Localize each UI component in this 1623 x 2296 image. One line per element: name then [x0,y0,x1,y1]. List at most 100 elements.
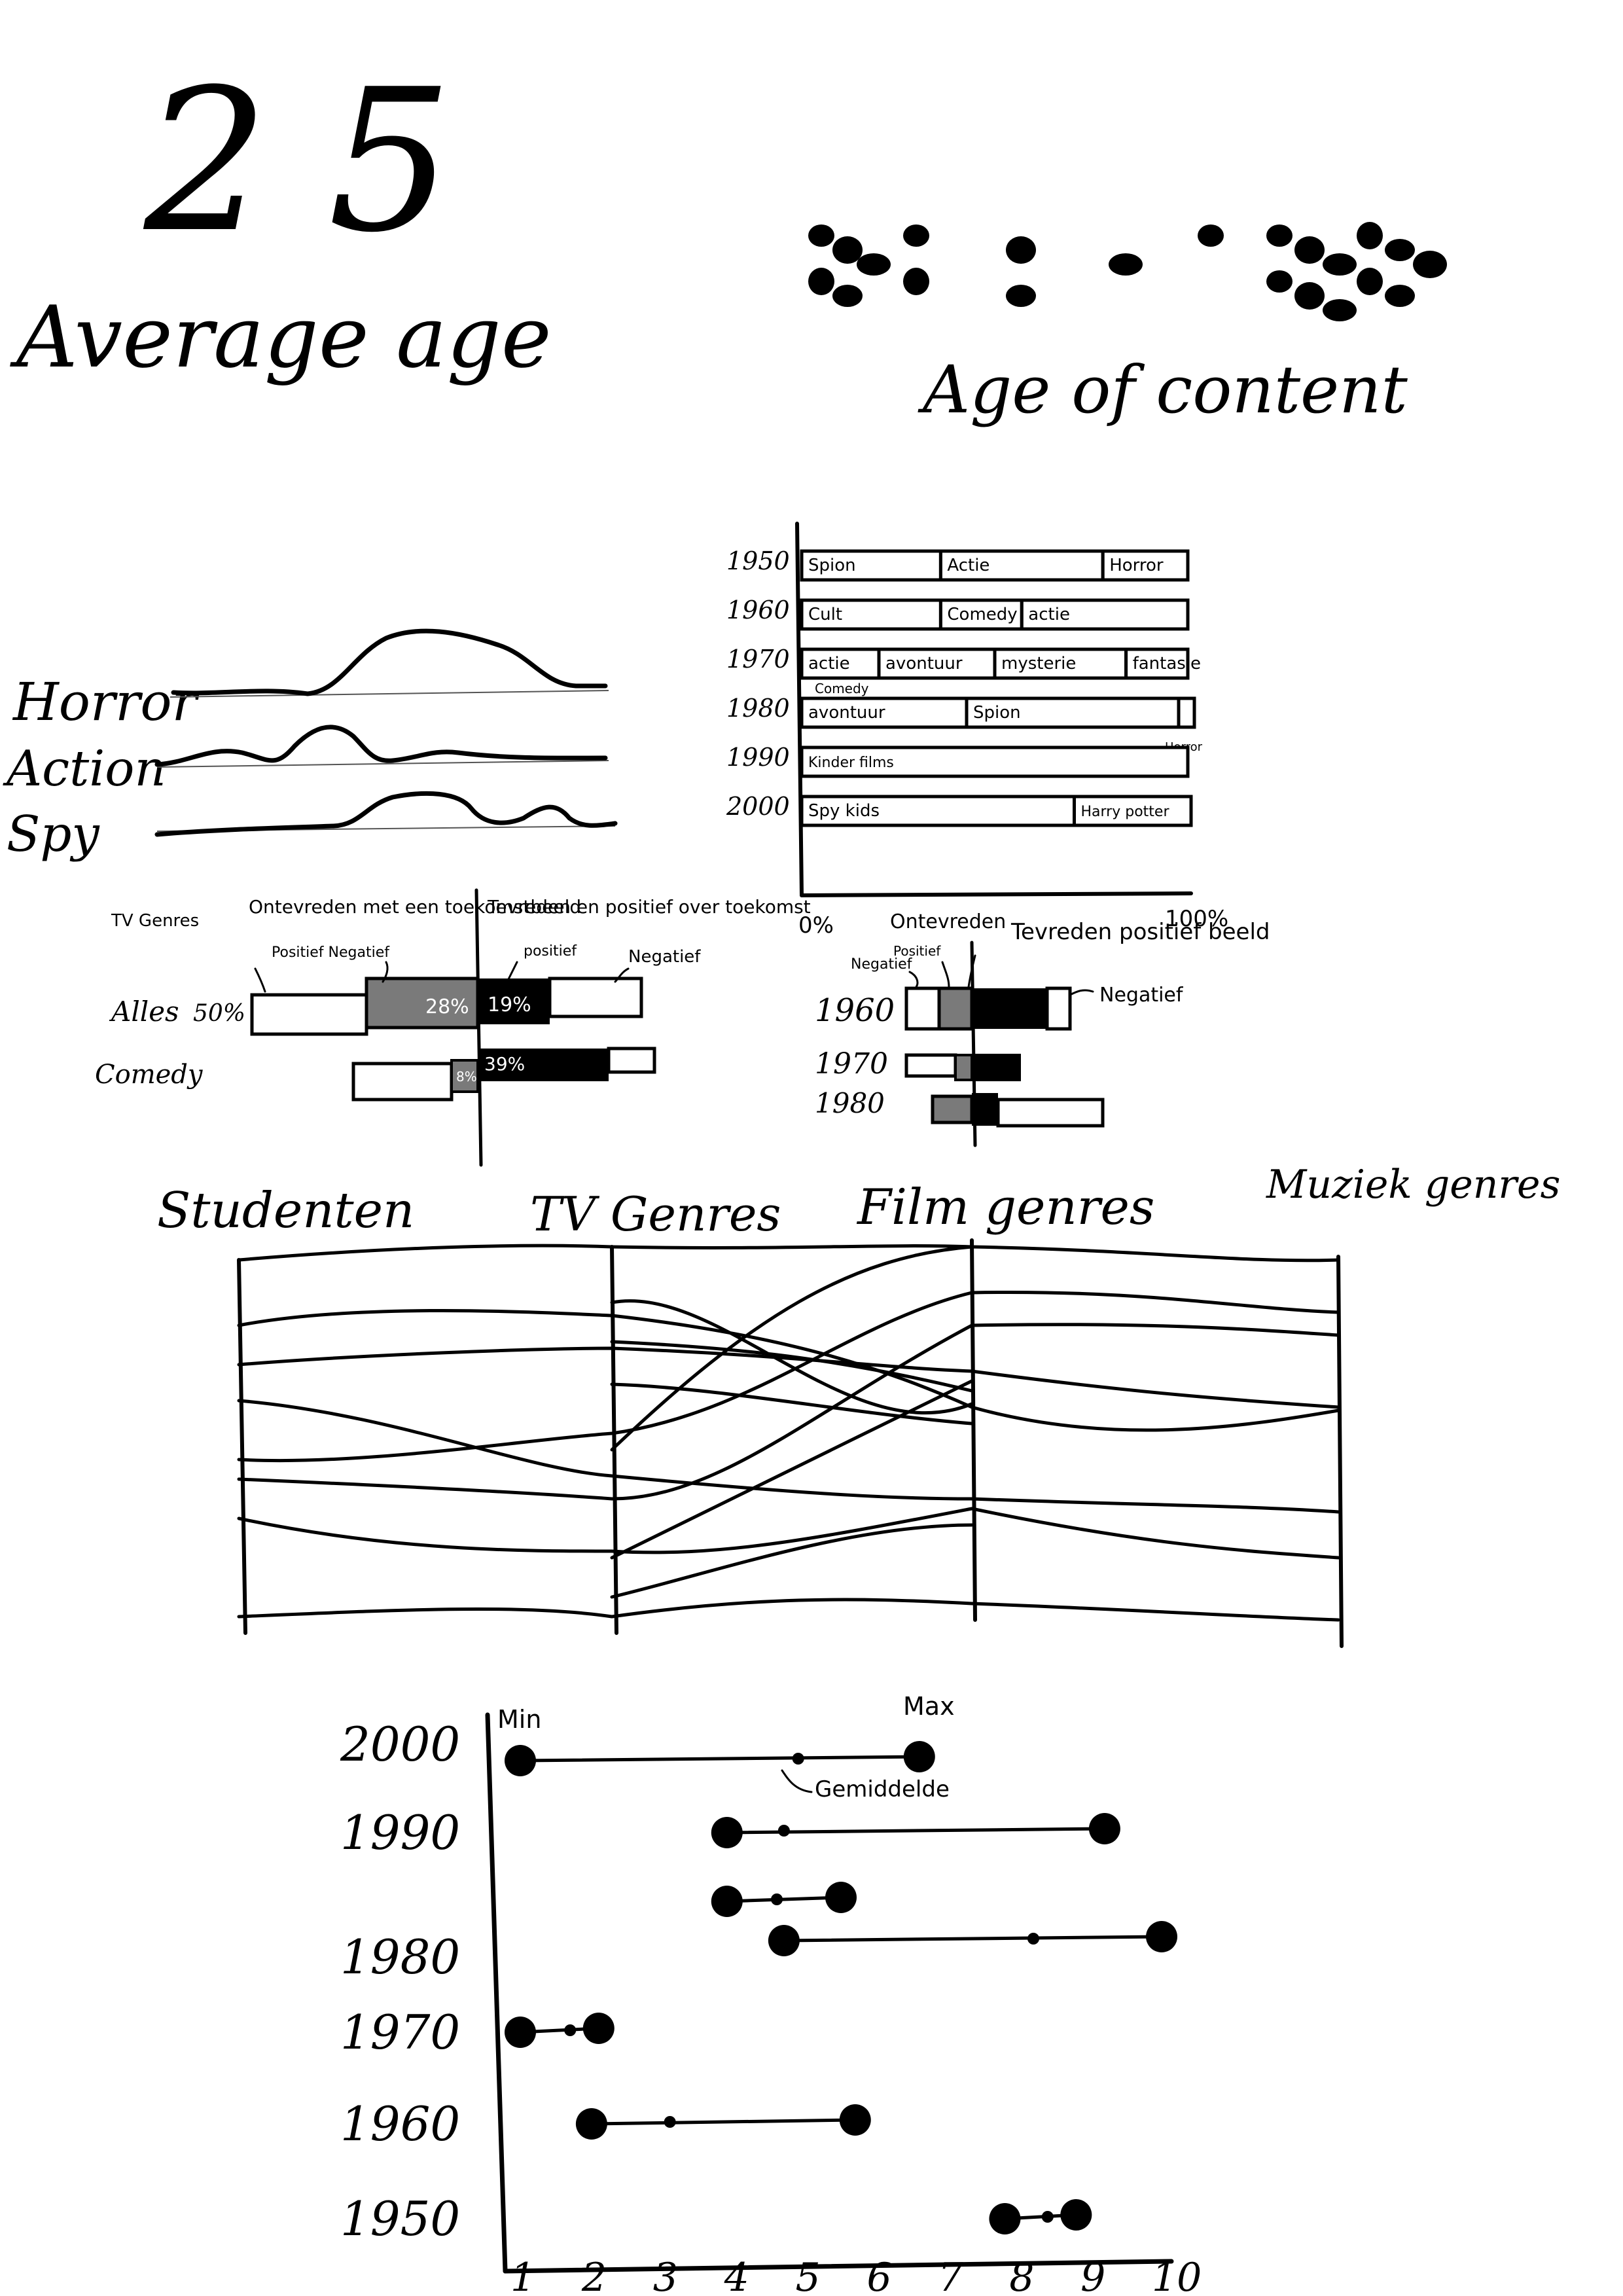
decade-segment-label: fantasie [1133,654,1201,673]
ps-axis-film [970,1238,977,1622]
content-dot [1385,285,1415,307]
range-x-tick-label: 3 [653,2255,678,2296]
range-line [518,1755,921,1763]
range-line [782,1935,1164,1943]
ps-flow [237,1399,1340,1514]
content-dot [808,224,834,247]
range-min-dot [505,1745,536,1776]
range-mean-dot [777,1825,790,1837]
age-of-content-label: Age of content [918,351,1408,428]
dec-header-left: Ontevreden [890,910,1006,933]
ridge-action [154,725,608,767]
dec-1980-white-right [996,1098,1105,1128]
content-dot [1385,239,1415,261]
ps-flow [610,1245,974,1452]
decade-segment [800,745,1190,778]
range-x-tick-label: 4 [724,2255,749,2296]
ps-axis-label-film: Film genres [856,1178,1154,1236]
content-dot [1198,224,1224,247]
dec-1980-grey [931,1094,974,1124]
content-dot [1266,224,1293,247]
ps-flow [610,1382,974,1426]
tv-pointer-mid [382,961,389,983]
average-age-block: 25 Average age [10,47,552,387]
range-min-dot [505,2017,536,2048]
decade-segment-label: Comedy [947,605,1017,624]
ps-flow [610,1379,974,1560]
satisfaction-decades-chart: Ontevreden Tevreden positief beeld Negat… [815,910,1270,1147]
genre-label-spy: Spy [7,805,100,863]
ps-flow [610,1299,974,1414]
range-category-label: 1980 [340,1929,460,1984]
age-of-content-block: Age of content [808,222,1447,428]
content-dot [1294,236,1325,264]
range-x-tick-label: 6 [866,2255,891,2296]
dec-pointer-4 [1069,989,1094,996]
decade-segment-label: avontuur [885,654,963,673]
dec-row-year-1980: 1980 [815,1087,885,1119]
range-category-label: 2000 [340,1717,460,1772]
range-max-dot [825,1882,857,1913]
content-dot [1413,251,1447,278]
tv-sub-left: Positief Negatief [272,944,390,961]
range-y-axis [485,1712,508,2274]
dec-sub-negatief: Negatief [851,956,913,973]
decade-note: Comedy [815,681,869,696]
satisfaction-tv-chart: TV Genres Ontevreden met een toekomstbee… [95,888,811,1167]
range-max-dot [839,2104,871,2136]
decade-segment [1020,598,1190,631]
dec-pointer-2 [941,961,950,988]
dec-1960-white-right [1045,986,1072,1031]
range-min-dot [711,1886,743,1917]
tv-sub-right-negatief: Negatief [628,947,701,967]
range-mean-dot [771,1893,783,1905]
genre-ridgelines: Horror Action Spy [3,628,618,863]
range-max-dot [1088,1813,1120,1844]
decade-segment [965,696,1181,729]
range-mean-pointer [781,1769,813,1793]
content-dot [1357,222,1383,249]
range-category-label: 1950 [340,2191,460,2246]
tv-comedy-grey-value: 8% [456,1069,477,1085]
decade-segment [1101,549,1190,582]
range-x-tick-label: 8 [1009,2255,1034,2296]
ps-flow [237,1598,1340,1622]
parallel-sets-chart: Studenten TV Genres Film genres Muziek g… [157,1162,1560,1648]
content-dot [1109,253,1143,276]
content-dot [808,268,834,295]
content-dot [857,253,891,276]
decade-segment [993,647,1128,680]
range-mean-dot [1027,1933,1039,1945]
tv-row-label-alles: Alles [109,996,179,1028]
range-min-dot [711,1817,743,1848]
range-max-label: Max [903,1692,955,1721]
tv-pointer-neg [614,967,630,983]
average-age-label: Average age [10,287,552,387]
decade-segment-label: mysterie [1001,654,1076,673]
range-x-tick-label: 5 [796,2255,821,2296]
dec-1960-white-left [904,986,941,1031]
ps-axis-label-tv: TV Genres [530,1187,781,1242]
ps-axis-label-muziek: Muziek genres [1266,1162,1560,1208]
dec-center-line [970,941,977,1147]
range-mean-dot [1041,2211,1054,2223]
range-max-dot [1060,2199,1092,2231]
decades-axis-label-max: 100% [1165,906,1228,932]
range-line [725,1895,843,1903]
content-dot [1323,253,1357,276]
tv-sub-right-positief: positief [524,943,577,960]
tv-comedy-white-left [351,1062,454,1102]
content-dot [1323,299,1357,321]
tv-alles-grey-value: 28% [425,996,469,1018]
dec-1960-black [972,988,1047,1029]
range-mean-dot [564,2024,577,2036]
decade-segment-label: Cult [808,605,842,624]
range-x-axis [503,2259,1174,2274]
decade-segment [1124,647,1190,680]
content-dot [832,285,863,307]
decade-segment [1177,696,1196,729]
content-dot-clusters [808,222,1447,321]
content-dot [1357,268,1383,295]
